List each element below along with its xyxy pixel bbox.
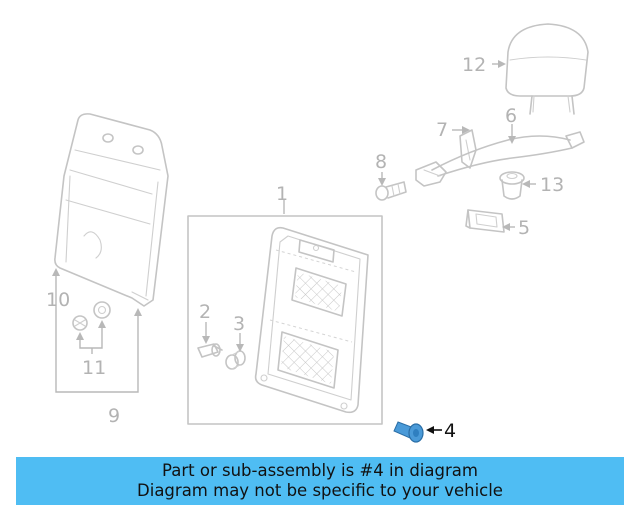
- bolt-part-8: [375, 181, 407, 201]
- callout-8: 8: [375, 151, 387, 173]
- callout-4: 4: [444, 420, 456, 442]
- bracket-part-7: [459, 129, 477, 169]
- callout-5: 5: [518, 217, 530, 239]
- headrest: [505, 23, 589, 115]
- callout-13: 13: [540, 174, 564, 196]
- banner-line-2: Diagram may not be specific to your vehi…: [137, 481, 503, 500]
- screw-part-2: [197, 343, 223, 358]
- release-cable-part-6: [415, 131, 585, 187]
- callout-2: 2: [199, 301, 211, 323]
- seat-back-cushion: [54, 113, 169, 307]
- info-banner: Part or sub-assembly is #4 in diagram Di…: [16, 457, 624, 505]
- trim-bezel-part-5: [465, 209, 505, 233]
- callout-1: 1: [276, 183, 288, 205]
- callout-12: 12: [462, 54, 486, 76]
- grommets-part-11: [72, 301, 111, 331]
- callout-3: 3: [233, 313, 245, 335]
- seat-frame-box: [187, 215, 383, 425]
- seat-back-frame: [254, 226, 369, 414]
- callout-11: 11: [82, 357, 106, 379]
- callout-9: 9: [108, 405, 120, 427]
- highlighted-bolt-part-4: [393, 421, 424, 443]
- leader-lines: [52, 60, 536, 434]
- callout-10: 10: [46, 289, 70, 311]
- callout-7: 7: [436, 119, 448, 141]
- callout-6: 6: [505, 105, 517, 127]
- callout-labels: 1 2 3 4 5 6 7 8 9 10 11 12 13: [46, 54, 564, 442]
- banner-line-1: Part or sub-assembly is #4 in diagram: [162, 461, 478, 480]
- bushing-part-3: [225, 350, 246, 370]
- latch-knob-part-13: [499, 171, 525, 200]
